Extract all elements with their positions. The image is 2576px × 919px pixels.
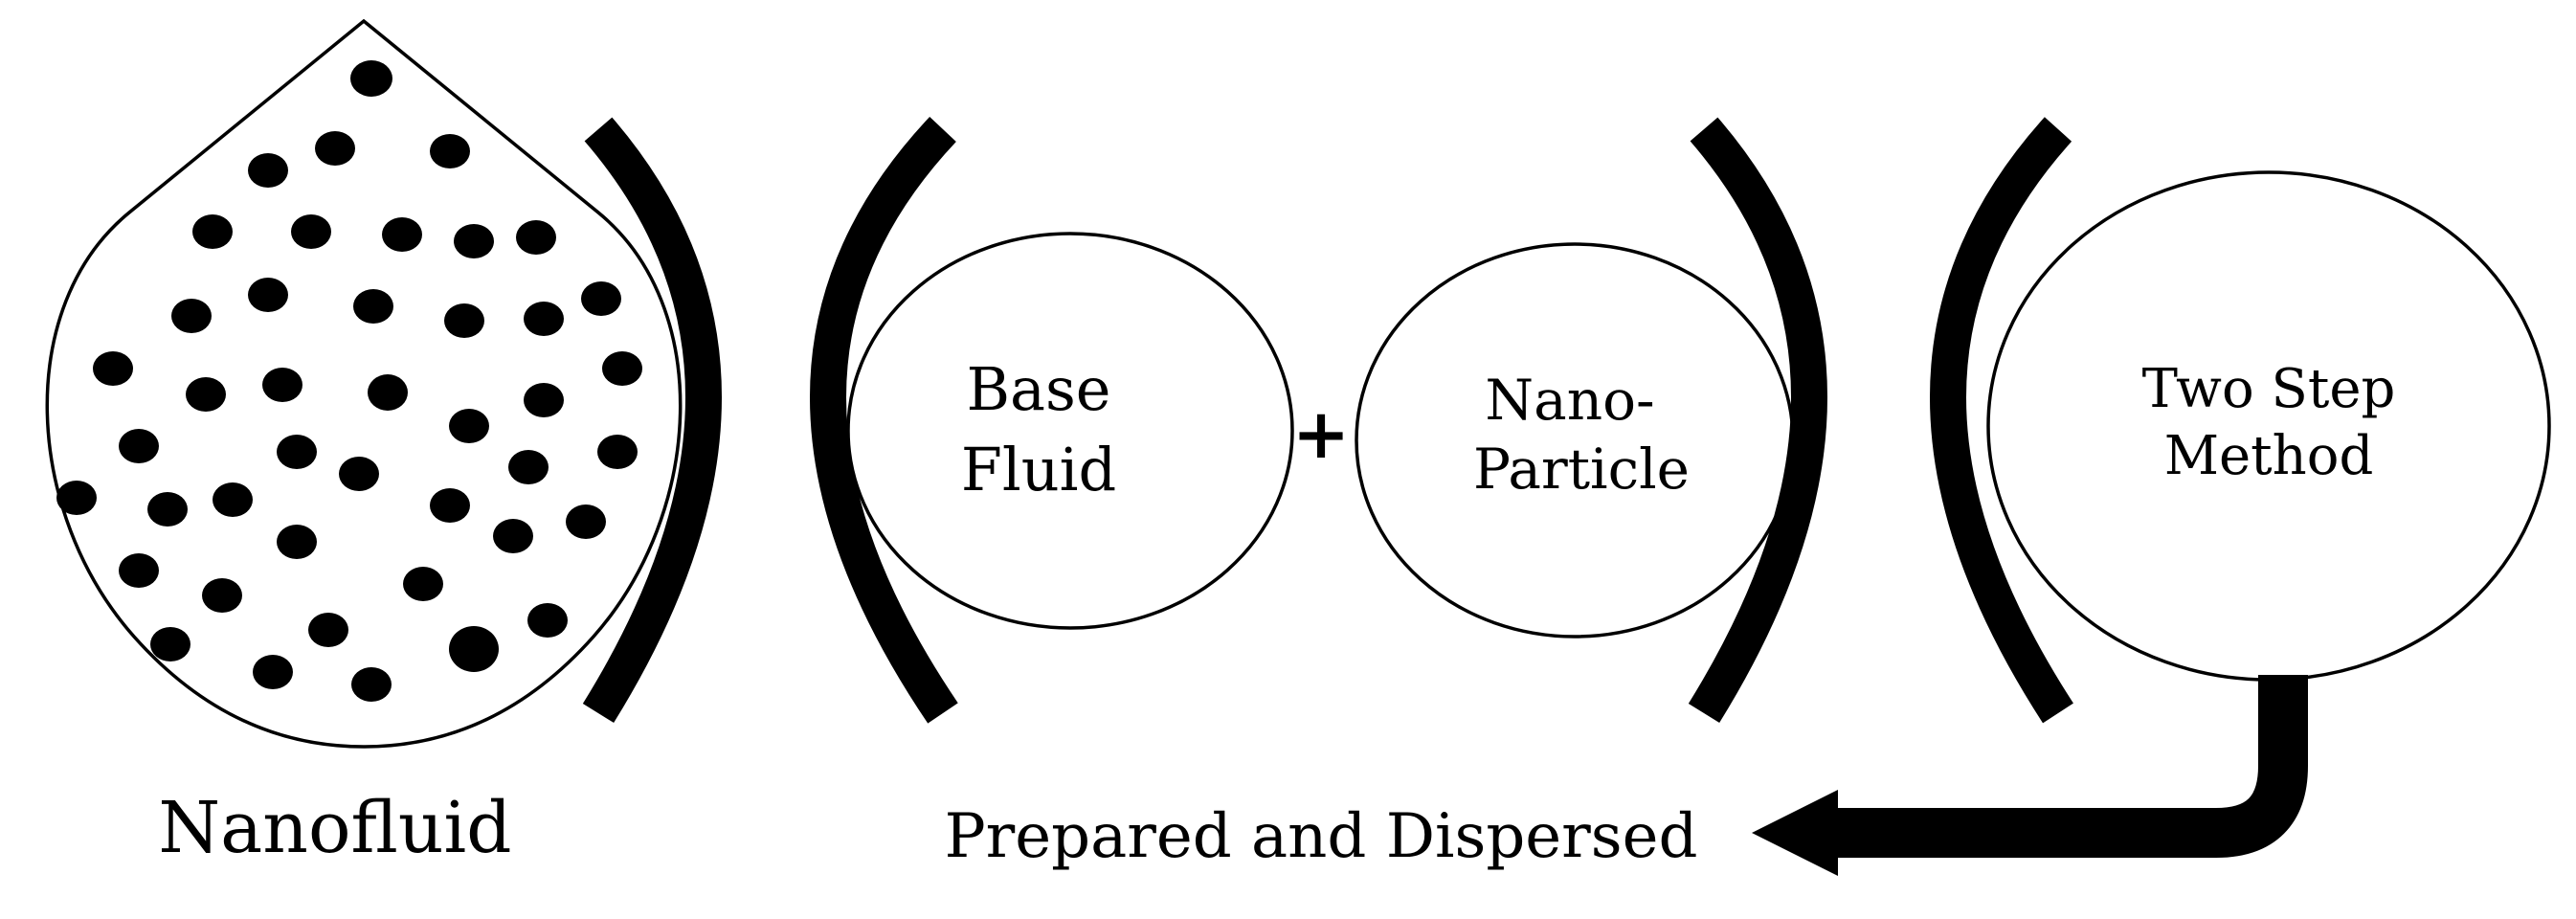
arrow-shaft — [1828, 675, 2308, 858]
nanoparticle-dot — [339, 457, 379, 491]
nanoparticle-dots — [56, 60, 642, 702]
nano-particle-label-line1: Nano- — [1485, 368, 1654, 433]
nanoparticle-dot — [119, 553, 159, 588]
nano-particle-label-line2: Particle — [1473, 437, 1690, 502]
nanoparticle-dot — [248, 153, 288, 188]
nanoparticle-dot — [382, 217, 422, 252]
bracket-right-close — [1688, 117, 1827, 724]
nanoparticle-dot — [449, 409, 489, 443]
nanoparticle-dot — [353, 289, 393, 324]
nanoparticle-dot — [527, 603, 568, 638]
nanoparticle-dot — [368, 374, 408, 411]
base-fluid-circle — [846, 232, 1294, 630]
nanoparticle-dot — [602, 351, 642, 386]
nanoparticle-dot — [93, 351, 133, 386]
nanoparticle-dot — [213, 482, 253, 517]
nanoparticle-dot — [508, 450, 549, 484]
nanoparticle-dot — [444, 303, 484, 338]
nanoparticle-dot — [248, 278, 288, 312]
nanoparticle-dot — [566, 504, 606, 539]
droplet-outline — [45, 18, 683, 749]
nanoparticle-dot — [202, 578, 242, 613]
plus-sign: + — [1292, 392, 1350, 474]
nanoparticle-dot — [253, 655, 293, 689]
base-fluid-node: Base Fluid — [846, 232, 1294, 630]
bracket-right-open — [1930, 117, 2073, 724]
nano-particle-node: Nano- Particle — [1355, 242, 1795, 639]
nanofluid-droplet — [45, 18, 683, 749]
nanoparticle-dot — [192, 214, 233, 249]
nanoparticle-dot — [150, 627, 190, 661]
bracket-left-close — [582, 117, 722, 724]
nanoparticle-dot — [597, 435, 638, 469]
nanoparticle-dot — [430, 488, 470, 523]
nanoparticle-dot — [277, 525, 317, 559]
base-fluid-label-line2: Fluid — [961, 435, 1116, 504]
nanoparticle-dot — [308, 613, 348, 647]
prepared-dispersed-arrow — [1752, 675, 2308, 876]
nanoparticle-dot — [262, 368, 302, 402]
nanoparticle-dot — [581, 281, 621, 316]
base-fluid-label-line1: Base — [966, 354, 1110, 424]
nanoparticle-dot — [524, 383, 564, 417]
nanoparticle-dot — [56, 481, 97, 515]
nanoparticle-dot — [315, 131, 355, 166]
nanoparticle-dot — [291, 214, 331, 249]
nanoparticle-dot — [449, 626, 499, 672]
bracket-left-open — [810, 116, 958, 724]
nanoparticle-dot — [277, 435, 317, 469]
two-step-method-label-line1: Two Step — [2142, 358, 2396, 420]
nanoparticle-dot — [186, 377, 226, 412]
two-step-method-node: Two Step Method — [1986, 170, 2551, 682]
nanoparticle-dot — [493, 519, 533, 553]
nanoparticle-dot — [350, 60, 392, 97]
nanoparticle-dot — [147, 492, 188, 527]
nanoparticle-dot — [119, 429, 159, 463]
nanoparticle-dot — [403, 567, 443, 601]
nanoparticle-dot — [454, 224, 494, 258]
nanoparticle-dot — [171, 299, 212, 333]
nanoparticle-dot — [351, 667, 392, 702]
nanoparticle-dot — [516, 220, 556, 255]
arrow-head — [1752, 790, 1838, 876]
nanofluid-label: Nanofluid — [158, 787, 511, 869]
nanoparticle-dot — [524, 302, 564, 336]
two-step-method-label-line2: Method — [2164, 425, 2374, 487]
arrow-label: Prepared and Dispersed — [945, 801, 1698, 872]
nanoparticle-dot — [430, 134, 470, 168]
